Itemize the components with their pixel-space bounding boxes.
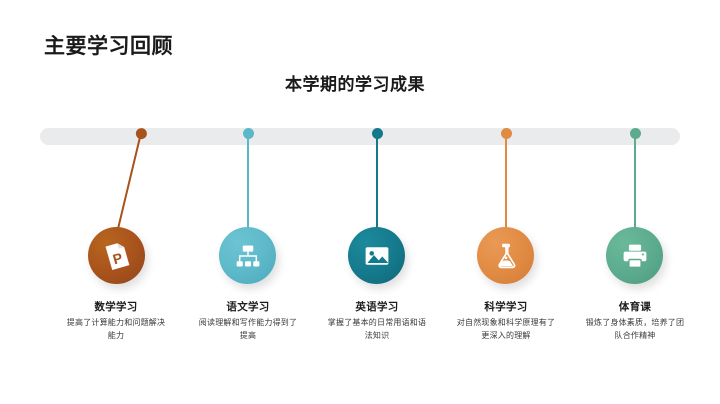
timeline-desc-science: 对自然现象和科学原理有了更深入的理解 [456, 318, 556, 340]
connector-english [371, 128, 383, 229]
timeline-node-english[interactable] [348, 227, 405, 284]
svg-text:P: P [110, 249, 123, 267]
org-chart-icon [234, 242, 262, 270]
page-title: 主要学习回顾 [44, 35, 173, 58]
timeline-node-pe[interactable] [606, 227, 663, 284]
timeline-node-science[interactable] [477, 227, 534, 284]
connector-math [116, 126, 148, 231]
timeline-node-chinese[interactable] [219, 227, 276, 284]
timeline-text-math: 数学学习 提高了计算能力和问题解决能力 [41, 300, 191, 342]
connector-stalk [376, 133, 378, 229]
timeline-desc-english: 掌握了基本的日常用语和语法知识 [327, 318, 427, 340]
timeline-node-math[interactable]: P [88, 227, 145, 284]
connector-chinese [242, 128, 254, 229]
connector-stalk [505, 133, 507, 229]
timeline-title-chinese: 语文学习 [226, 301, 270, 313]
connector-stalk [247, 133, 249, 229]
timeline-text-science: 科学学习 对自然现象和科学原理有了更深入的理解 [431, 300, 581, 342]
page-subtitle: 本学期的学习成果 [0, 70, 720, 95]
page-subtitle-text: 本学期的学习成果 [285, 75, 425, 94]
timeline-title-english: 英语学习 [355, 301, 399, 313]
timeline-desc-pe: 锻炼了身体素质，培养了团队合作精神 [585, 318, 685, 340]
timeline-bar [40, 128, 680, 145]
connector-node-dot [500, 128, 512, 139]
connector-pe [629, 128, 641, 229]
connector-stalk [116, 132, 142, 231]
timeline-title-math: 数学学习 [94, 301, 138, 313]
timeline-text-chinese: 语文学习 阅读理解和写作能力得到了提高 [173, 300, 323, 342]
powerpoint-document-icon: P [102, 241, 132, 271]
flask-icon [492, 242, 520, 270]
timeline-desc-chinese: 阅读理解和写作能力得到了提高 [198, 318, 298, 340]
image-picture-icon [363, 242, 391, 270]
timeline-desc-math: 提高了计算能力和问题解决能力 [66, 318, 166, 340]
connector-node-dot [242, 128, 254, 139]
timeline-title-science: 科学学习 [484, 301, 528, 313]
timeline-text-english: 英语学习 掌握了基本的日常用语和语法知识 [302, 300, 452, 342]
printer-icon [621, 242, 649, 270]
timeline-title-pe: 体育课 [618, 301, 652, 313]
connector-node-dot [629, 128, 641, 139]
connector-science [500, 128, 512, 229]
connector-node-dot [371, 128, 383, 139]
timeline-text-pe: 体育课 锻炼了身体素质，培养了团队合作精神 [560, 300, 710, 342]
connector-stalk [634, 133, 636, 229]
